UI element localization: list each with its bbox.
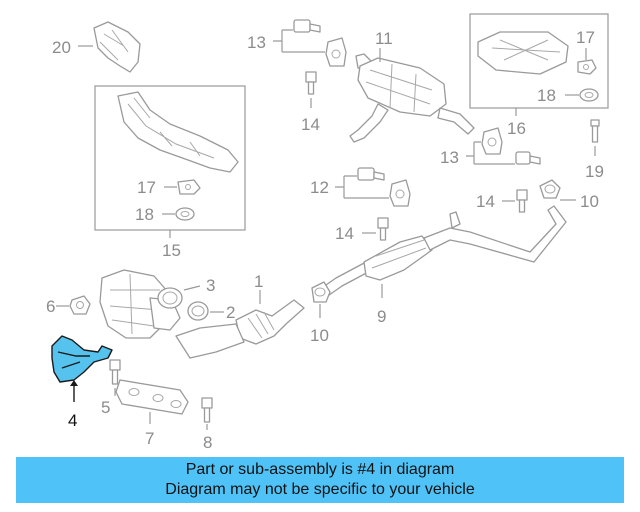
part-4-heat-shield[interactable] bbox=[51, 335, 113, 383]
part-7-bracket[interactable] bbox=[115, 379, 189, 415]
part-17-bracket-box16[interactable] bbox=[577, 59, 597, 75]
callout-19: 19 bbox=[585, 162, 604, 181]
callout-8: 8 bbox=[203, 433, 212, 452]
callout-10b: 10 bbox=[580, 192, 599, 211]
part-9-center-muffler[interactable] bbox=[315, 205, 567, 301]
callout-16: 16 bbox=[507, 119, 526, 138]
part-10-clamp-right[interactable] bbox=[539, 179, 561, 199]
part-10-clamp-center[interactable] bbox=[311, 281, 331, 303]
part-20-heat-shield[interactable] bbox=[93, 21, 141, 73]
info-banner: Part or sub-assembly is #4 in diagram Di… bbox=[16, 457, 624, 503]
leader-12 bbox=[335, 175, 389, 199]
callout-14c: 14 bbox=[335, 224, 354, 243]
part-6-nut[interactable] bbox=[69, 295, 91, 315]
box-16 bbox=[469, 13, 609, 109]
callout-14a: 14 bbox=[301, 115, 320, 134]
callout-18b: 18 bbox=[537, 86, 556, 105]
callout-17b: 17 bbox=[576, 28, 595, 47]
banner-line-2: Diagram may not be specific to your vehi… bbox=[165, 481, 475, 498]
callout-13a: 13 bbox=[247, 33, 266, 52]
part-5-bolt[interactable] bbox=[109, 359, 121, 385]
callout-17a: 17 bbox=[137, 178, 156, 197]
part-19-stud[interactable] bbox=[590, 119, 600, 143]
callout-9: 9 bbox=[377, 307, 386, 326]
part-16-heat-shield[interactable] bbox=[477, 31, 569, 75]
part-17-bracket-box15[interactable] bbox=[177, 179, 201, 195]
callout-11: 11 bbox=[375, 29, 393, 48]
part-8-bolt[interactable] bbox=[201, 397, 213, 423]
callout-6: 6 bbox=[46, 297, 55, 316]
callout-18a: 18 bbox=[135, 205, 154, 224]
part-14-bolt-top[interactable] bbox=[305, 71, 317, 95]
part-13-bracket-mid[interactable] bbox=[515, 151, 541, 165]
leader-13a bbox=[273, 29, 325, 53]
callout-12: 12 bbox=[310, 178, 329, 197]
part-13-bracket-top[interactable] bbox=[293, 19, 321, 33]
part-18-clip-box15[interactable] bbox=[175, 207, 195, 221]
leader-3 bbox=[183, 285, 201, 291]
callout-2: 2 bbox=[226, 303, 235, 322]
part-12-bracket[interactable] bbox=[357, 167, 385, 181]
part-3-clamp[interactable] bbox=[157, 287, 183, 309]
callout-20: 20 bbox=[52, 38, 71, 57]
part-14-bolt-right[interactable] bbox=[516, 189, 528, 213]
callout-5: 5 bbox=[101, 398, 110, 417]
callout-4: 4 bbox=[68, 411, 77, 430]
leader-4-arrowhead bbox=[70, 380, 78, 386]
part-12-hanger[interactable] bbox=[389, 179, 411, 207]
part-13-hanger-top[interactable] bbox=[325, 37, 347, 67]
banner-line-1: Part or sub-assembly is #4 in diagram bbox=[185, 461, 455, 478]
part-11-rear-muffler[interactable] bbox=[349, 53, 475, 143]
callout-10a: 10 bbox=[310, 326, 329, 345]
callout-7: 7 bbox=[145, 429, 154, 448]
callout-15: 15 bbox=[162, 241, 181, 260]
part-14-bolt-mid[interactable] bbox=[377, 217, 389, 241]
part-2-gasket[interactable] bbox=[187, 301, 209, 321]
part-18-clip-box16[interactable] bbox=[579, 88, 599, 102]
leader-13b bbox=[466, 141, 515, 165]
callout-3: 3 bbox=[206, 276, 215, 295]
callout-1: 1 bbox=[254, 272, 263, 291]
exhaust-parts-diagram: 20 17 18 15 13 14 11 bbox=[46, 13, 609, 452]
part-15-heat-shield[interactable] bbox=[117, 91, 239, 173]
callout-13b: 13 bbox=[440, 148, 459, 167]
part-13-hanger-mid[interactable] bbox=[481, 127, 503, 155]
part-1-front-pipe[interactable] bbox=[175, 299, 305, 359]
callout-14b: 14 bbox=[476, 192, 495, 211]
